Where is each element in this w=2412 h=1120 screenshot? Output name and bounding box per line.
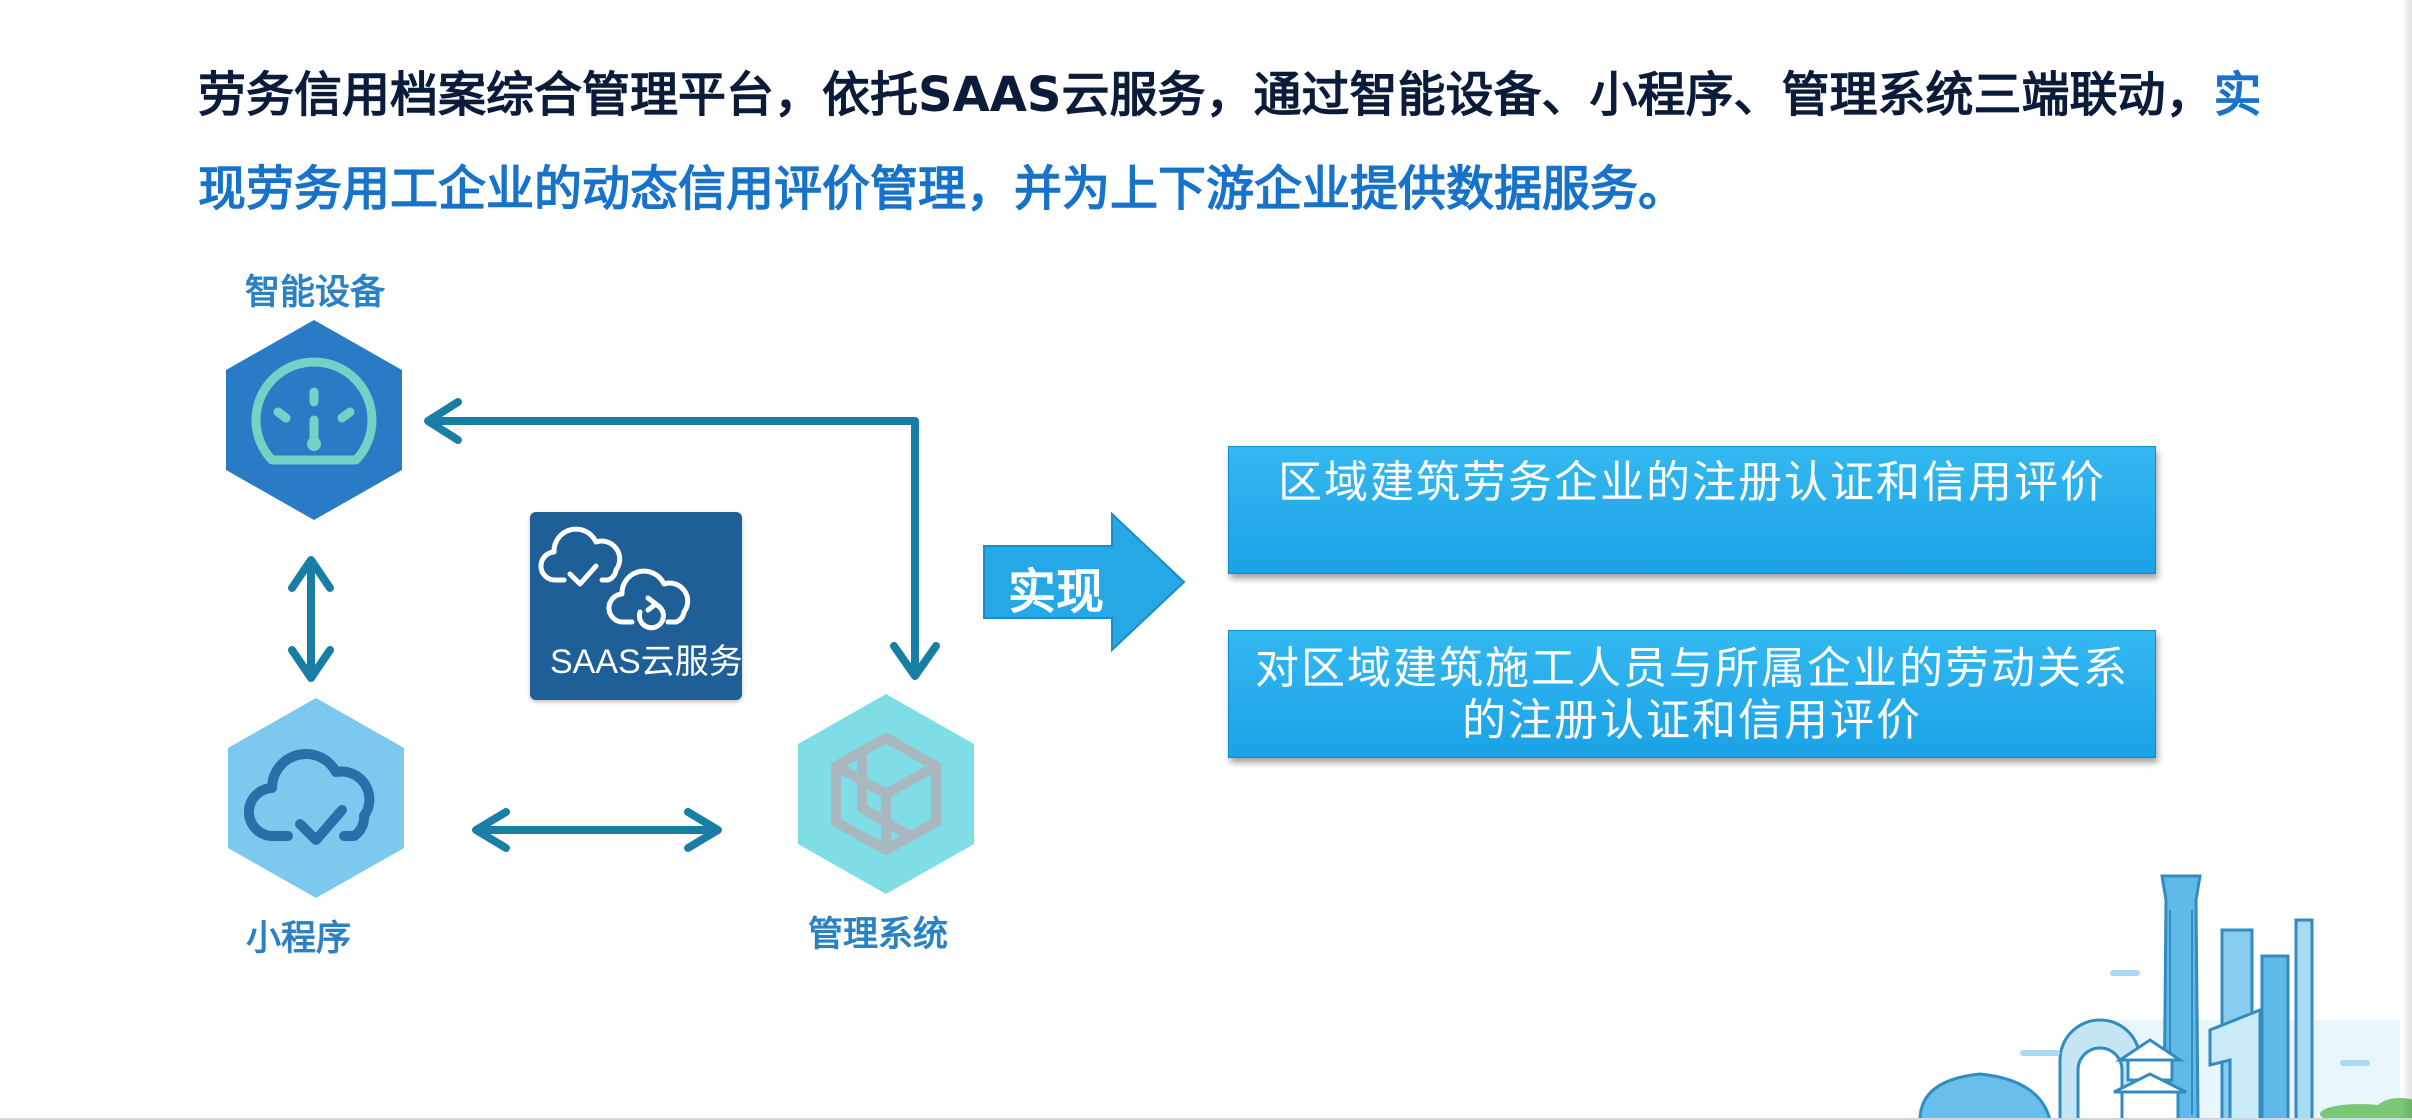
arrow-program-system <box>472 808 722 852</box>
result-box-1: 区域建筑劳务企业的注册认证和信用评价 <box>1228 446 2156 574</box>
arrow-device-system <box>424 398 940 680</box>
realize-arrow <box>983 512 1186 652</box>
slide-right-edge <box>2402 0 2412 1120</box>
management-system-hexagon <box>798 694 974 894</box>
headline-part2: 实现劳务用工企业的动态信用评价管理，并为上下游企业提供数据服务。 <box>198 67 2262 217</box>
arrow-device-program <box>288 556 334 682</box>
smart-device-label: 智能设备 <box>245 273 386 313</box>
result-box-1-line-1: 区域建筑劳务企业的注册认证和信用评价 <box>1278 457 2106 508</box>
city-skyline-illustration <box>1918 874 2412 1120</box>
cloud-sync-icon <box>606 568 691 631</box>
cloud-check-icon <box>244 749 375 845</box>
saas-cloud-service-label: SAAS云服务 <box>550 643 742 681</box>
realize-arrow-label: 实现 <box>1008 564 1105 620</box>
slide-bottom-edge <box>0 1118 2412 1120</box>
smart-device-hexagon <box>226 320 402 520</box>
cube-logo-icon <box>831 733 941 855</box>
result-box-2-line-1: 对区域建筑施工人员与所属企业的劳动关系 <box>1255 643 2129 694</box>
saas-cloud-icons <box>538 526 691 631</box>
dashboard-gauge-icon <box>251 357 377 465</box>
mini-program-hexagon <box>228 698 404 898</box>
result-box-2-line-2: 的注册认证和信用评价 <box>1462 695 1922 746</box>
mini-program-label: 小程序 <box>246 919 352 959</box>
saas-cloud-service-box: SAAS云服务 <box>530 512 742 700</box>
headline: 劳务信用档案综合管理平台，依托SAAS云服务，通过智能设备、小程序、管理系统三端… <box>198 48 2298 236</box>
headline-part1: 劳务信用档案综合管理平台，依托SAAS云服务，通过智能设备、小程序、管理系统三端… <box>198 67 2214 123</box>
management-system-label: 管理系统 <box>808 915 949 955</box>
result-box-2: 对区域建筑施工人员与所属企业的劳动关系 的注册认证和信用评价 <box>1228 630 2156 758</box>
cloud-check-icon <box>538 526 623 587</box>
